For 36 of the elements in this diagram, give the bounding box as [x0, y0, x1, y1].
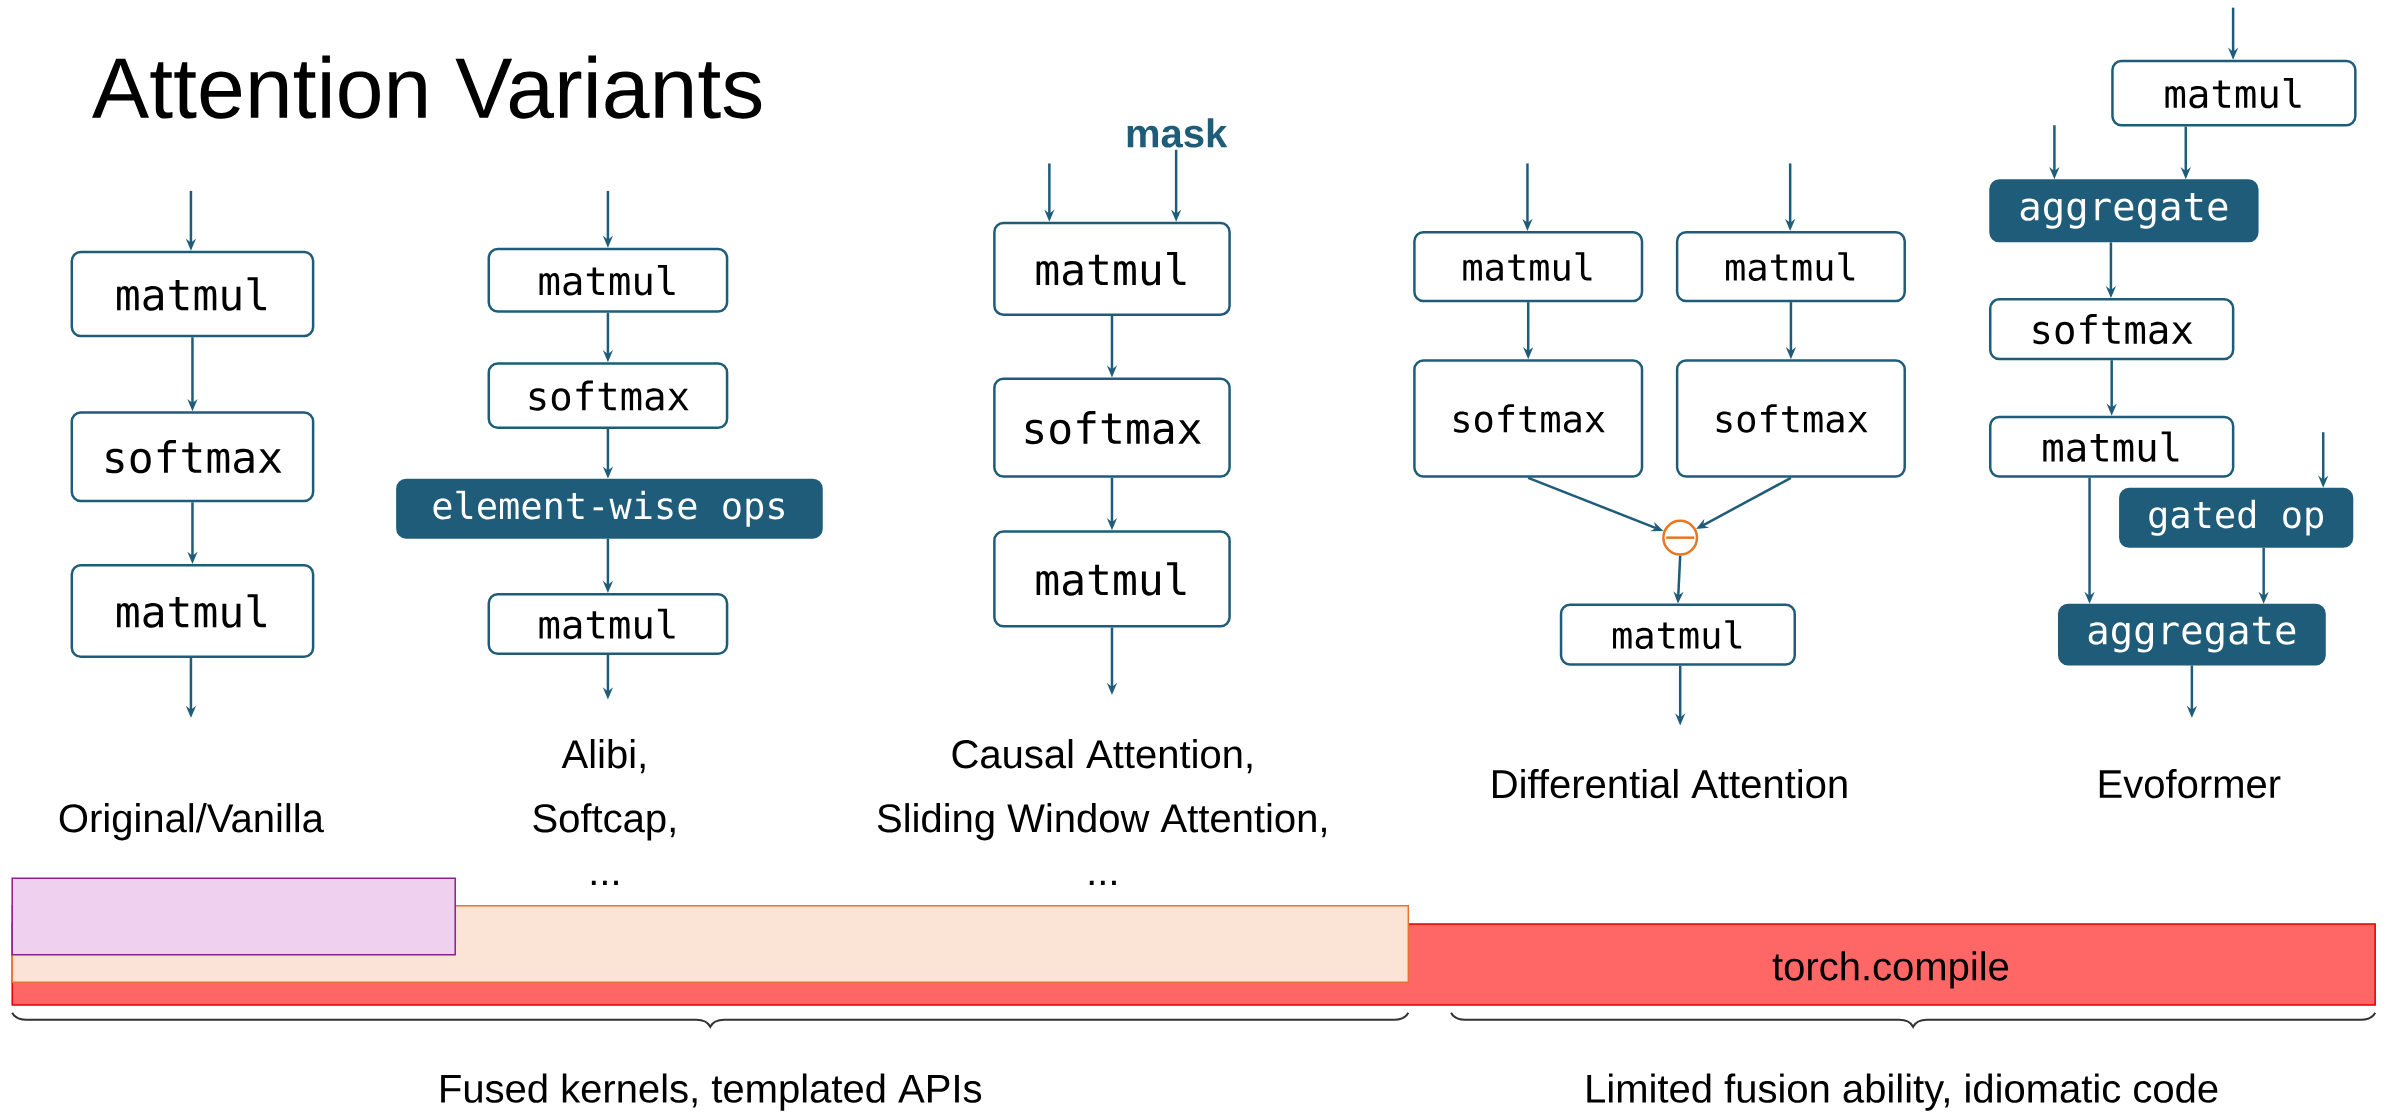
caption: Causal Attention,: [952, 739, 1252, 774]
operation-box: softmax: [487, 362, 729, 429]
title: Attention Variants: [92, 55, 762, 119]
caption: Softcap,: [533, 803, 675, 841]
operation-box: matmul: [70, 563, 315, 659]
operation-box: matmul: [993, 221, 1231, 316]
operation-box: matmul: [1989, 415, 2235, 478]
operation-box: matmul: [487, 247, 729, 313]
caption: Differential Attention: [1493, 768, 1847, 799]
subtract-symbol: [1662, 519, 1699, 556]
operation-box: gated op: [2119, 487, 2354, 548]
operation-box: matmul: [70, 250, 315, 338]
operation-box: softmax: [1413, 359, 1644, 478]
caption: ...: [1089, 880, 1116, 885]
caption: Original/Vanilla: [59, 803, 324, 841]
operation-box: matmul: [1559, 603, 1796, 666]
operation-box: matmul: [993, 530, 1231, 628]
operation-box: aggregate: [2058, 603, 2326, 666]
input-label: mask: [1127, 118, 1228, 148]
caption: Sliding Window Attention,: [877, 803, 1326, 841]
operation-box: matmul: [487, 592, 729, 655]
operation-box: aggregate: [1989, 179, 2259, 243]
framework-band: [11, 877, 456, 956]
caption: ...: [591, 880, 618, 885]
caption: Alibi,: [561, 739, 645, 774]
operation-box: softmax: [993, 377, 1231, 478]
operation-box: matmul: [1413, 230, 1644, 303]
operation-box: softmax: [1675, 359, 1906, 478]
caption: Evoformer: [2099, 768, 2281, 799]
operation-box: matmul: [1675, 230, 1906, 303]
caption: Limited fusion ability, idiomatic code: [1587, 1073, 2218, 1111]
operation-box: matmul: [2111, 59, 2357, 127]
operation-box: softmax: [1989, 298, 2235, 361]
operation-box: element-wise ops: [396, 478, 823, 539]
caption: Fused kernels, templated APIs: [441, 1073, 982, 1111]
operation-box: softmax: [70, 411, 315, 503]
